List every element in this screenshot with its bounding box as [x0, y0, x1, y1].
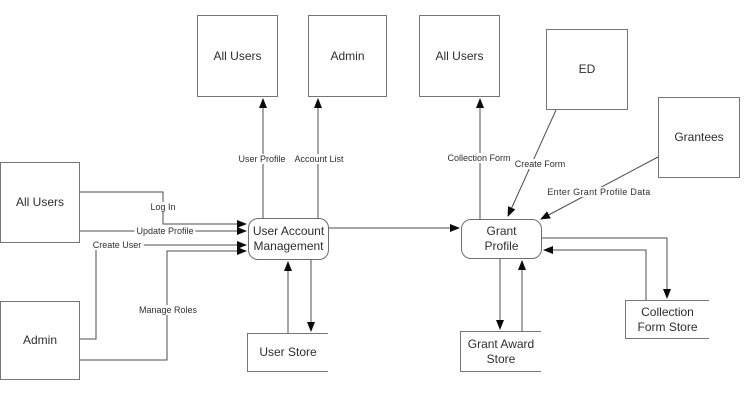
external-entity-admin-top: Admin — [308, 15, 387, 97]
data-store-grant-award-store: Grant Award Store — [460, 331, 541, 372]
node-label: Collection Form Store — [637, 304, 698, 334]
node-label: All Users — [435, 48, 484, 63]
node-label: Admin — [22, 333, 57, 347]
process-user-account-management: User Account Management — [248, 218, 329, 260]
node-label: ED — [578, 62, 596, 76]
process-grant-profile: Grant Profile — [461, 219, 542, 259]
flow-create-user-line — [80, 241, 247, 340]
node-label: Grantees — [674, 130, 724, 144]
flow-label-enter-grant-profile-data: Enter Grant Profile Data — [545, 187, 653, 197]
data-store-user-store: User Store — [247, 333, 328, 372]
flow-label-user-profile: User Profile — [236, 154, 288, 164]
external-entity-grantees: Grantees — [658, 97, 740, 178]
flow-grant-profile-to-collection-form-store-line — [542, 237, 671, 299]
external-entity-all-users-top-right: All Users — [419, 15, 500, 97]
flow-label-account-list: Account List — [292, 154, 346, 164]
node-label: User Store — [259, 345, 317, 359]
flow-label-log-in: Log In — [148, 202, 178, 212]
flow-collection-form-store-to-grant-profile-line — [543, 246, 647, 300]
node-label: Grant Profile — [484, 224, 519, 253]
node-label: All Users — [15, 195, 64, 209]
node-label: All Users — [213, 48, 262, 63]
external-entity-all-users-left: All Users — [0, 162, 80, 243]
data-store-collection-form-store: Collection Form Store — [625, 300, 709, 339]
node-label: Grant Award Store — [467, 336, 535, 366]
external-entity-admin-left: Admin — [0, 301, 80, 380]
node-label: User Account Management — [252, 224, 325, 253]
external-entity-ed: ED — [546, 29, 628, 110]
flow-label-create-form: Create Form — [512, 159, 568, 169]
flow-label-manage-roles: Manage Roles — [136, 305, 200, 315]
external-entity-all-users-top-left: All Users — [197, 15, 278, 97]
node-label: Admin — [330, 48, 365, 63]
flow-label-create-user: Create User — [90, 240, 144, 250]
flow-label-update-profile: Update Profile — [134, 226, 196, 236]
flow-label-collection-form: Collection Form — [445, 153, 513, 163]
